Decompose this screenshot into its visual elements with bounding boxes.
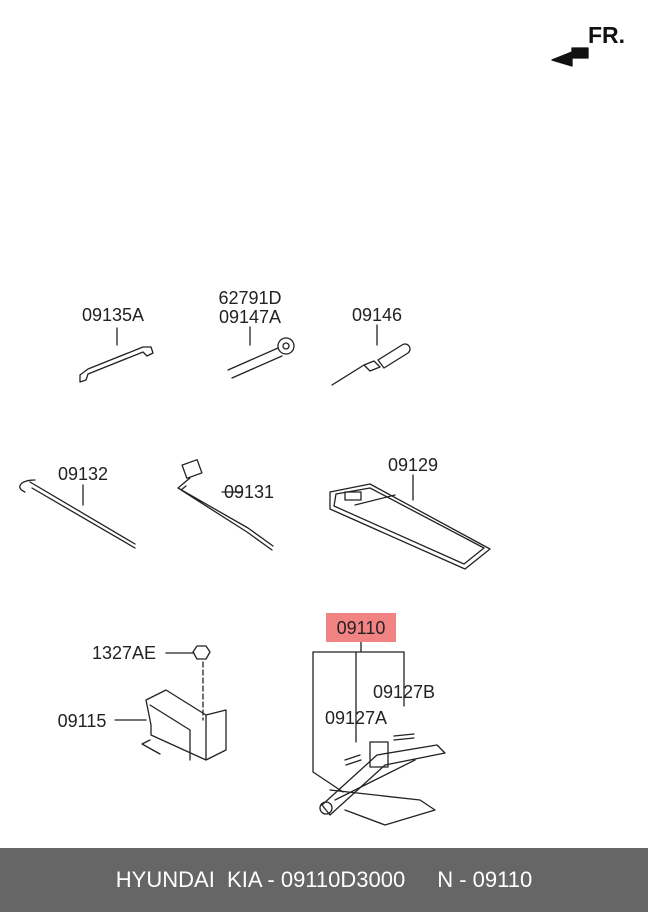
diagram-drawing xyxy=(19,47,589,826)
front-arrow-icon xyxy=(551,47,589,67)
part-label-spanner[interactable]: 09135A xyxy=(81,305,145,325)
part-label-case[interactable]: 09129 xyxy=(387,455,439,475)
front-direction-label: FR. xyxy=(588,22,626,48)
footer-brand-part: HYUNDAI KIA - 09110D3000 xyxy=(115,867,406,892)
jack-callout-lines xyxy=(312,641,405,793)
handle-drawing xyxy=(227,326,295,379)
part-label-wrench[interactable]: 09131 xyxy=(223,482,275,502)
jack-drawing xyxy=(319,733,446,826)
part-label-handle-code[interactable]: 62791D xyxy=(218,288,282,308)
rod-drawing xyxy=(19,479,136,549)
bracket-drawing xyxy=(114,689,227,761)
part-label-bracket[interactable]: 09115 xyxy=(57,711,107,731)
part-label-jack-assy[interactable]: 09110 xyxy=(336,618,386,638)
part-label-nut[interactable]: 1327AE xyxy=(91,643,157,663)
footer-bar: HYUNDAI KIA - 09110D3000 N - 09110 xyxy=(0,848,648,912)
part-label-handle[interactable]: 09147A xyxy=(218,307,282,327)
highlight-box xyxy=(326,613,396,642)
spanner-drawing xyxy=(79,327,154,383)
part-label-rod[interactable]: 09132 xyxy=(57,464,109,484)
footer-n-part: N - 09110 xyxy=(437,867,533,892)
part-label-label-b[interactable]: 09127B xyxy=(372,682,436,702)
screwdriver-drawing xyxy=(331,324,411,386)
nut-drawing xyxy=(165,645,211,721)
part-label-screwdriver[interactable]: 09146 xyxy=(351,305,403,325)
part-label-label-a[interactable]: 09127A xyxy=(324,708,388,728)
wheel-wrench-drawing xyxy=(177,459,274,551)
tool-case-drawing xyxy=(329,474,491,570)
